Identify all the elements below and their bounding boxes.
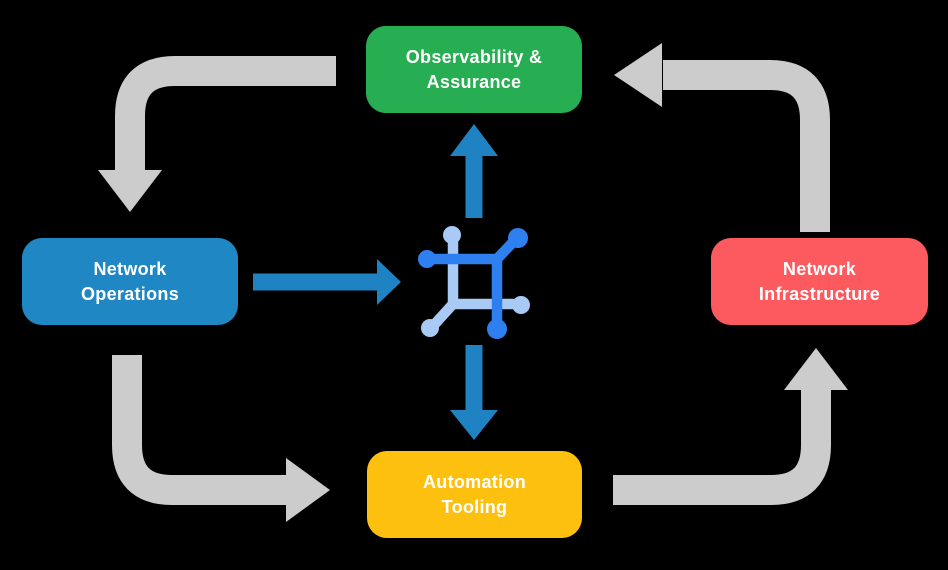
- arrow-head-left-icon: [614, 43, 662, 107]
- node-label: Network Infrastructure: [758, 258, 881, 304]
- arrow-observability-to-operations: [98, 56, 336, 212]
- arrow-head-down-icon: [450, 410, 498, 440]
- arrow-shaft: [115, 56, 336, 171]
- arrow-head-up-icon: [450, 124, 498, 156]
- arrow-shaft: [663, 60, 830, 232]
- arrow-tooling-to-infrastructure: [613, 348, 848, 505]
- arrow-center-to-observability: [450, 124, 498, 218]
- node-automation-tooling: Automation Tooling: [367, 451, 582, 538]
- node-observability-assurance: Observability & Assurance: [366, 26, 582, 113]
- arrow-head-up-icon: [784, 348, 848, 390]
- node-network-operations: Network Operations: [22, 238, 238, 325]
- arrow-shaft: [112, 355, 287, 505]
- node-label: Observability & Assurance: [405, 46, 543, 92]
- arrow-center-to-tooling: [450, 345, 498, 440]
- arrow-shaft: [613, 389, 831, 505]
- node-label: Network Operations: [80, 258, 180, 304]
- node-label: Automation Tooling: [423, 471, 526, 517]
- arrow-head-down-icon: [98, 170, 162, 212]
- arrow-operations-to-tooling: [112, 355, 330, 522]
- arrow-head-right-icon: [377, 259, 401, 305]
- network-mesh-icon: [418, 226, 530, 339]
- node-network-infrastructure: Network Infrastructure: [711, 238, 928, 325]
- arrow-operations-to-center: [253, 259, 401, 305]
- arrow-head-right-icon: [286, 458, 330, 522]
- arrow-infrastructure-to-observability: [614, 43, 830, 232]
